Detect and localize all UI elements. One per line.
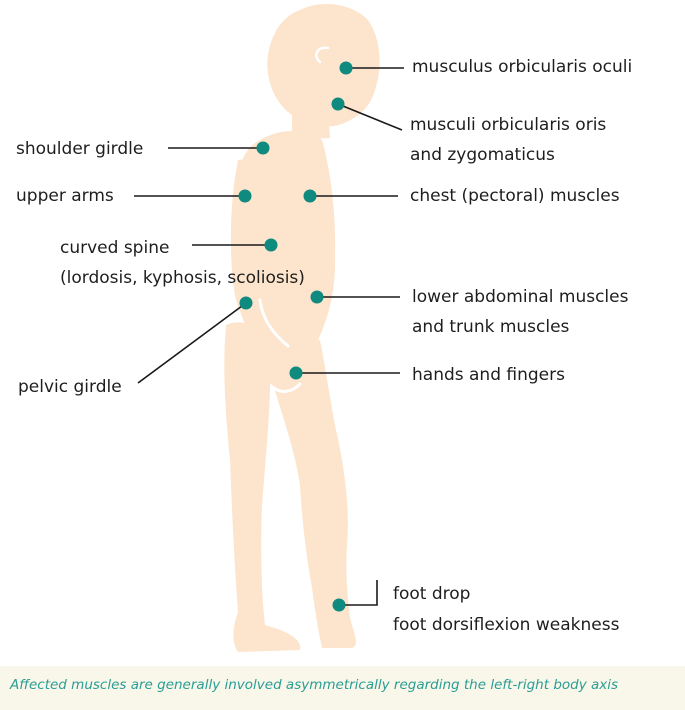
marker-shoulder xyxy=(256,141,270,155)
leader-lines xyxy=(134,67,404,606)
label-foot-drop-line2: foot dorsiflexion weakness xyxy=(393,615,620,635)
label-orbicularis-oris-line1: musculi orbicularis oris xyxy=(410,115,607,135)
caption-text: Affected muscles are generally involved … xyxy=(10,677,619,693)
label-abdominal-line2: and trunk muscles xyxy=(412,317,570,337)
marker-spine xyxy=(264,238,278,252)
leader-line-foot xyxy=(339,580,378,606)
label-upper-arms: upper arms xyxy=(16,186,114,206)
label-hands-fingers: hands and fingers xyxy=(412,365,565,385)
label-curved-spine-line1: curved spine xyxy=(60,238,170,258)
label-orbicularis-oris-line2: and zygomaticus xyxy=(410,145,555,165)
markers xyxy=(238,61,353,612)
caption-bar: Affected muscles are generally involved … xyxy=(0,666,685,710)
label-shoulder-girdle: shoulder girdle xyxy=(16,139,144,159)
marker-oculi xyxy=(339,61,353,75)
body-contour-lines xyxy=(258,46,330,393)
label-foot-drop-line1: foot drop xyxy=(393,584,471,604)
marker-oris xyxy=(331,97,345,111)
leader-line-pelvic xyxy=(137,302,247,384)
label-abdominal-line1: lower abdominal muscles xyxy=(412,287,629,307)
marker-abdominal xyxy=(310,290,324,304)
leader-line-oris xyxy=(337,103,403,131)
marker-foot xyxy=(332,598,346,612)
label-curved-spine-line2: (lordosis, kyphosis, scoliosis) xyxy=(60,268,305,288)
child-silhouette xyxy=(224,4,380,652)
marker-upper-arms xyxy=(238,189,252,203)
marker-pelvic xyxy=(239,296,253,310)
label-orbicularis-oculi: musculus orbicularis oculi xyxy=(412,57,633,77)
label-chest-muscles: chest (pectoral) muscles xyxy=(410,186,620,206)
marker-chest xyxy=(303,189,317,203)
body-figure-diagram xyxy=(134,4,404,652)
marker-hands xyxy=(289,366,303,380)
label-pelvic-girdle: pelvic girdle xyxy=(18,377,122,397)
